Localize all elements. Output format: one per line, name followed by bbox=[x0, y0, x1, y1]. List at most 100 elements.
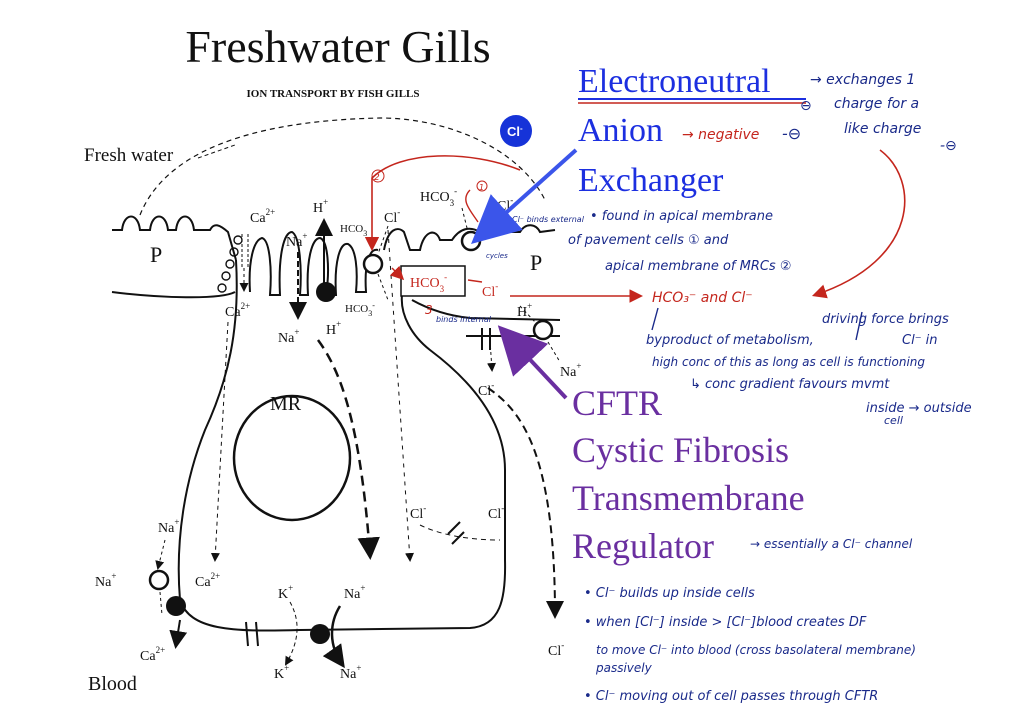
na-label-right: Na+ bbox=[560, 361, 581, 380]
cl-badge-text: Cl- bbox=[507, 124, 523, 139]
cl-label-cyto-right: Cl- bbox=[488, 503, 504, 522]
k-label-bottom: K+ bbox=[274, 663, 289, 682]
cftr-pointer-arrow bbox=[497, 325, 568, 400]
heading-exchanger: Exchanger bbox=[578, 162, 724, 199]
note-bullet-5: • Cl⁻ moving out of cell passes through … bbox=[584, 689, 878, 704]
h-label-top: H+ bbox=[313, 197, 328, 216]
note-hco3-and-cl: HCO₃⁻ and Cl⁻ bbox=[652, 290, 753, 306]
note-driving-force: driving force brings bbox=[822, 312, 949, 327]
note-bullet-1: • Cl⁻ builds up inside cells bbox=[584, 586, 755, 601]
proton-pump bbox=[316, 282, 336, 302]
ca-arrow-cytoplasm bbox=[210, 321, 229, 562]
pavement-cell-right-label: P bbox=[530, 250, 542, 275]
na-label-pump-bottom: Na+ bbox=[340, 663, 361, 682]
red-arrow-like-charge bbox=[811, 149, 906, 299]
cl-label-inner-top: Cl- bbox=[384, 207, 400, 226]
note-cycles: cycles bbox=[486, 252, 508, 260]
k-channel-mark bbox=[245, 621, 249, 647]
k-label-top: K+ bbox=[278, 583, 293, 602]
na-k-atpase bbox=[310, 624, 330, 644]
circle-number-1: 1 bbox=[479, 183, 484, 192]
cl-to-blood-path bbox=[487, 387, 564, 619]
note-exchanges-1: → exchanges 1 bbox=[810, 72, 915, 88]
mr-apical-membrane-right bbox=[383, 227, 481, 251]
na-h-exchanger-right bbox=[532, 319, 554, 341]
hco3-label-outer: HCO3- bbox=[420, 186, 457, 208]
heading-regulator: Regulator bbox=[572, 526, 714, 566]
cl-path-cytoplasm bbox=[387, 229, 415, 562]
note-cell: cell bbox=[884, 414, 903, 427]
note-bullet-2: • when [Cl⁻] inside > [Cl⁻]blood creates… bbox=[584, 615, 867, 630]
red-arrow-top-loop bbox=[364, 155, 521, 252]
note-like-charge: like charge bbox=[844, 121, 921, 137]
tight-junction-left bbox=[217, 235, 243, 293]
exchanger-mr-apical bbox=[362, 253, 384, 275]
hco3-box-label: HCO3- bbox=[410, 272, 447, 294]
note-found-3: apical membrane of MRCs ② bbox=[605, 259, 792, 274]
note-binds-internal: binds internal bbox=[436, 315, 492, 324]
h-label-right: H+ bbox=[517, 301, 532, 320]
heading-anion: Anion bbox=[578, 112, 663, 149]
exchanger-pointer-arrow bbox=[471, 148, 578, 245]
note-negative-symbol: -⊖ bbox=[782, 124, 801, 143]
mr-nucleus bbox=[232, 394, 352, 522]
pavement-cell-left-apical bbox=[112, 215, 237, 261]
ca-label-top: Ca2+ bbox=[250, 207, 275, 226]
note-bullet-4: passively bbox=[595, 661, 653, 675]
fresh-water-label: Fresh water bbox=[84, 145, 174, 166]
water-boundary-arc bbox=[139, 117, 546, 216]
note-found-2: of pavement cells ① and bbox=[568, 233, 729, 248]
cl-label-right: Cl- bbox=[478, 380, 494, 399]
hco3-label-inner: HCO3 bbox=[340, 223, 367, 238]
na-label-top: Na+ bbox=[286, 231, 307, 250]
na-ca-exchanger bbox=[148, 569, 170, 591]
circle-number-3: 3 bbox=[425, 303, 433, 317]
note-found-1: • found in apical membrane bbox=[590, 209, 773, 224]
mr-label: MR bbox=[270, 393, 302, 415]
note-charge-for-a: charge for a bbox=[834, 96, 919, 112]
ca-label-blood: Ca2+ bbox=[195, 571, 220, 590]
ca-label-blood-bottom: Ca2+ bbox=[140, 645, 165, 664]
h-label-mid: H+ bbox=[326, 319, 341, 338]
cl-red-label: Cl- bbox=[482, 281, 498, 300]
heading-cftr: CFTR bbox=[572, 383, 662, 423]
note-negative: → negative bbox=[682, 127, 759, 143]
pavement-cell-left-label: P bbox=[150, 242, 162, 267]
hco3-label-inner-bottom: HCO3- bbox=[345, 301, 375, 318]
note-inside-outside: inside → outside bbox=[866, 401, 972, 416]
hco3-highlight-box bbox=[400, 265, 466, 297]
cl-badge-icon bbox=[500, 115, 532, 147]
note-conc-gradient: ↳ conc gradient favours mvmt bbox=[690, 377, 890, 392]
cl-label-blood: Cl- bbox=[548, 640, 564, 659]
na-label-pump-top: Na+ bbox=[344, 583, 365, 602]
page-title: Freshwater Gills bbox=[185, 21, 490, 72]
circle-number-2: 2 bbox=[374, 173, 380, 183]
note-high-conc: high conc of this as long as cell is fun… bbox=[652, 355, 925, 369]
heading-electroneutral: Electroneutral bbox=[578, 63, 771, 100]
pavement-cell-left-basal bbox=[111, 291, 236, 299]
cl-label-cyto: Cl- bbox=[410, 503, 426, 522]
svg-text:-⊖: -⊖ bbox=[940, 138, 957, 154]
mr-apical-crypt bbox=[248, 230, 379, 296]
ca-pump bbox=[166, 596, 186, 616]
note-cl-binds-external: Cl⁻ binds external bbox=[512, 215, 585, 224]
page-subtitle: ION TRANSPORT BY FISH GILLS bbox=[246, 88, 419, 100]
na-label-blood-left: Na+ bbox=[95, 571, 116, 590]
heading-cystic-fibrosis: Cystic Fibrosis bbox=[572, 430, 789, 470]
note-bullet-3: to move Cl⁻ into blood (cross basolatera… bbox=[596, 643, 916, 657]
pavement-cell-right-inner bbox=[411, 299, 561, 321]
note-cl-in: Cl⁻ in bbox=[902, 333, 938, 348]
blood-label: Blood bbox=[88, 673, 137, 695]
ca-label-mid: Ca2+ bbox=[225, 301, 250, 320]
exchanger-pavement-apical bbox=[460, 230, 482, 252]
heading-transmembrane: Transmembrane bbox=[572, 478, 805, 518]
na-path-cytoplasm bbox=[316, 339, 380, 560]
note-byproduct: byproduct of metabolism, bbox=[646, 333, 814, 348]
mr-cell-outline bbox=[177, 259, 507, 632]
svg-text:⊖: ⊖ bbox=[800, 98, 812, 114]
na-label-mid: Na+ bbox=[278, 327, 299, 346]
na-label-blood-top: Na+ bbox=[158, 517, 179, 536]
note-channel: → essentially a Cl⁻ channel bbox=[750, 537, 913, 551]
